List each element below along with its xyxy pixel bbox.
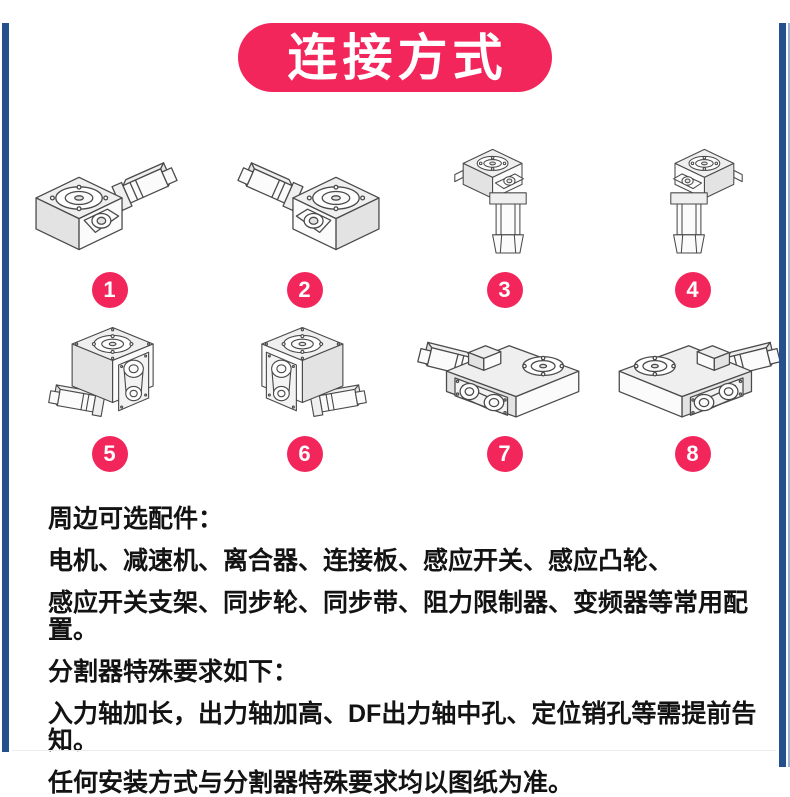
special-requirements-heading: 分割器特殊要求如下： xyxy=(48,658,299,686)
diagram-number: 7 xyxy=(498,441,511,466)
diagram-number-badge: 6 xyxy=(286,436,323,472)
diagram-cell-3: 3 xyxy=(402,138,607,308)
page-border-right xyxy=(779,23,786,767)
diagram-number: 3 xyxy=(498,277,511,302)
diagram-number-badge: 8 xyxy=(674,436,711,472)
diagram-number: 8 xyxy=(686,441,699,466)
page-border-left xyxy=(2,23,9,752)
diagram-cell-6: 6 xyxy=(207,322,402,472)
indexer-belt-drive-motor-left-icon xyxy=(48,323,172,428)
diagram-number-badge: 5 xyxy=(91,436,128,472)
diagram-number: 1 xyxy=(103,277,116,302)
diagram-number-badge: 2 xyxy=(286,272,323,308)
indexer-motor-hanging-down-right-icon xyxy=(454,148,527,254)
bottom-divider-line xyxy=(12,750,776,751)
diagram-number-badge: 1 xyxy=(91,272,128,308)
diagram-number: 5 xyxy=(103,441,116,466)
diagram-cell-5: 5 xyxy=(12,322,207,472)
diagram-number-badge: 3 xyxy=(486,272,523,308)
accessories-heading: 周边可选配件： xyxy=(48,505,224,533)
indexer-motor-hanging-down-left-icon xyxy=(670,148,743,254)
diagram-cell-8: 8 xyxy=(607,322,778,472)
diagram-cell-7: 7 xyxy=(402,322,607,472)
diagram-cell-1: 1 xyxy=(12,138,207,308)
diagram-number: 4 xyxy=(686,277,699,302)
special-requirements-line-2: 任何安装方式与分割器特殊要求均以图纸为准。 xyxy=(48,769,574,797)
indexer-motor-upper-left-icon xyxy=(219,148,391,260)
diagram-number-badge: 4 xyxy=(674,272,711,308)
diagram-number-badge: 7 xyxy=(486,436,523,472)
diagram-cell-4: 4 xyxy=(607,138,778,308)
description-text-block: 周边可选配件： 电机、减速机、离合器、连接板、感应开关、感应凸轮、 感应开关支架… xyxy=(0,472,790,797)
diagram-number: 2 xyxy=(298,277,311,302)
section-title-banner: 连接方式 xyxy=(238,23,552,92)
diagram-number: 6 xyxy=(298,441,311,466)
special-requirements-line-1: 入力轴加长，出力轴加高、DF出力轴中孔、定位销孔等需提前告知。 xyxy=(48,700,757,755)
diagram-row-1: 1 2 3 4 xyxy=(0,138,790,308)
accessories-line-1: 电机、减速机、离合器、连接板、感应开关、感应凸轮、 xyxy=(48,547,674,575)
diagram-row-2: 5 6 7 8 xyxy=(0,322,790,472)
indexer-horizontal-belt-motor-right-icon xyxy=(604,322,782,428)
indexer-horizontal-belt-motor-left-icon xyxy=(416,322,594,428)
indexer-belt-drive-motor-right-icon xyxy=(243,323,367,428)
diagram-cell-2: 2 xyxy=(207,138,402,308)
indexer-motor-upper-right-icon xyxy=(24,148,196,260)
accessories-line-2: 感应开关支架、同步轮、同步带、阻力限制器、变频器等常用配置。 xyxy=(48,589,749,644)
page-title: 连接方式 xyxy=(287,29,508,86)
page-border-right-outer xyxy=(788,23,790,767)
